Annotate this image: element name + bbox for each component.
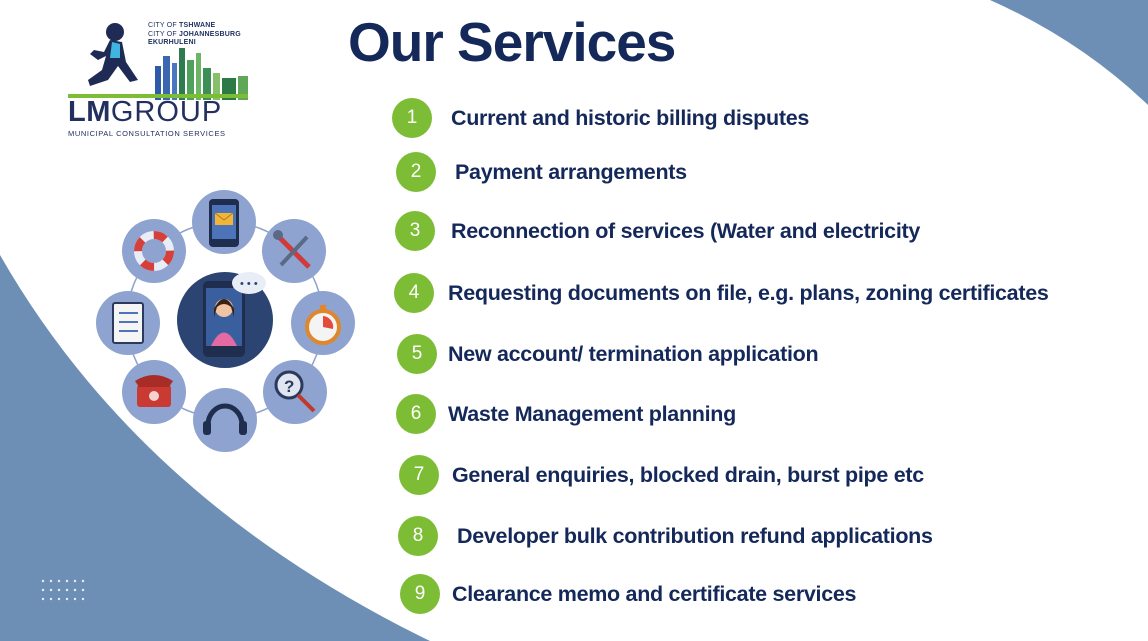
list-item: 2 Payment arrangements	[396, 152, 687, 192]
logo-wordmark: LMGROUP	[68, 96, 222, 129]
service-label: Payment arrangements	[455, 159, 687, 184]
list-item: 1 Current and historic billing disputes	[392, 98, 809, 138]
number-badge: 1	[392, 98, 432, 138]
service-label: Developer bulk contribution refund appli…	[457, 523, 933, 548]
headset-icon	[193, 388, 257, 452]
service-label: Waste Management planning	[448, 401, 736, 426]
service-hub-illustration: ? • • •	[96, 190, 355, 452]
stopwatch-icon	[291, 291, 355, 355]
city-tshwane: TSHWANE	[179, 22, 216, 29]
number-badge: 6	[396, 394, 436, 434]
page-title: Our Services	[348, 11, 676, 73]
logo-cities: CITY OF TSHWANE CITY OF JOHANNESBURG EKU…	[148, 22, 241, 48]
service-label: Clearance memo and certificate services	[452, 581, 857, 606]
service-label: Current and historic billing disputes	[451, 105, 810, 130]
number-badge: 2	[396, 152, 436, 192]
list-item: 5 New account/ termination application	[397, 334, 819, 374]
number-badge: 5	[397, 334, 437, 374]
service-label: General enquiries, blocked drain, burst …	[452, 462, 924, 487]
list-item: 4 Requesting documents on file, e.g. pla…	[394, 273, 1049, 313]
service-label: Requesting documents on file, e.g. plans…	[448, 280, 1049, 305]
number-badge: 4	[394, 273, 434, 313]
city-prefix: CITY OF	[148, 30, 180, 38]
runner-skyline-icon	[68, 23, 248, 100]
number-badge: 7	[399, 455, 439, 495]
dot-grid-decoration	[41, 579, 85, 601]
number-badge: 8	[398, 516, 438, 556]
logo-group: GROUP	[110, 96, 223, 128]
checklist-icon	[96, 291, 160, 355]
service-label: Reconnection of services (Water and elec…	[451, 218, 921, 243]
magnifier-question-icon: ?	[263, 360, 327, 424]
support-agent-icon: • • •	[177, 272, 273, 368]
telephone-icon	[122, 360, 186, 424]
svg-text:?: ?	[284, 377, 294, 396]
lm-group-logo	[60, 18, 260, 143]
list-item: 7 General enquiries, blocked drain, burs…	[399, 455, 924, 495]
list-item: 8 Developer bulk contribution refund app…	[398, 516, 933, 556]
number-badge: 3	[395, 211, 435, 251]
tools-icon	[262, 219, 326, 283]
list-item: 6 Waste Management planning	[396, 394, 736, 434]
logo-subtitle: MUNICIPAL CONSULTATION SERVICES	[68, 129, 226, 138]
list-item: 3 Reconnection of services (Water and el…	[395, 211, 920, 251]
top-right-wave	[990, 0, 1148, 105]
svg-text:• • •: • • •	[240, 278, 258, 290]
bottom-left-wave	[0, 255, 430, 641]
city-johannesburg: JOHANNESBURG	[179, 30, 241, 38]
logo-lm: LM	[68, 96, 111, 128]
city-prefix: CITY OF	[148, 22, 180, 29]
list-item: 9 Clearance memo and certificate service…	[400, 574, 857, 614]
service-label: New account/ termination application	[448, 341, 819, 366]
city-ekurhuleni: EKURHULENI	[148, 39, 196, 46]
number-badge: 9	[400, 574, 440, 614]
lifebuoy-icon	[122, 219, 186, 283]
envelope-phone-icon	[192, 190, 256, 254]
